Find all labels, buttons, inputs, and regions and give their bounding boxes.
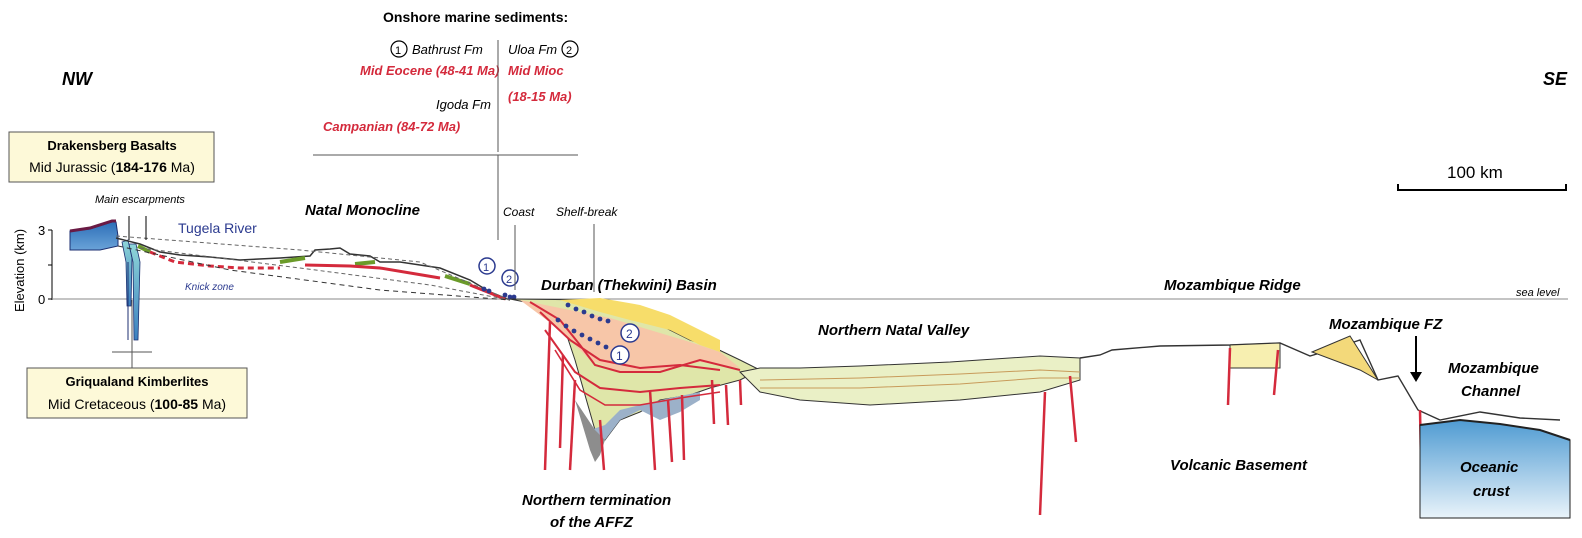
tugela-river-profile (149, 250, 280, 270)
mozambique-fz-label: Mozambique FZ (1329, 316, 1443, 333)
mozambique-channel-label-1: Mozambique (1448, 360, 1539, 377)
mid-mioc-age-label: (18-15 Ma) (508, 89, 572, 104)
kimberlite-pipe-2 (128, 243, 141, 341)
knick-zone-label: Knick zone (185, 282, 234, 293)
griqualand-box: Griqualand Kimberlites Mid Cretaceous (1… (26, 351, 248, 419)
marker-1-label: 1 (395, 45, 401, 57)
elevation-axis: 3 0 Elevation (km) (12, 223, 53, 312)
green-segment-4 (444, 274, 471, 286)
volcanic-basement-label: Volcanic Basement (1170, 457, 1308, 474)
northern-natal-valley-label: Northern Natal Valley (818, 322, 970, 339)
natal-valley (738, 335, 1561, 516)
basin-marker-1-label: 1 (616, 349, 623, 363)
igoda-fm-label: Igoda Fm (436, 97, 491, 112)
kimberlite-pipe-1 (121, 239, 133, 307)
axis-ylabel: Elevation (km) (12, 229, 27, 312)
oceanic-crust-label-1: Oceanic (1460, 459, 1519, 476)
mozambique-ridge-label: Mozambique Ridge (1164, 277, 1301, 294)
campanian-label: Campanian (84-72 Ma) (323, 119, 460, 134)
onshore-profile: 1 2 (69, 216, 595, 352)
shelf-break-label: Shelf-break (556, 205, 618, 219)
coast-marker-2-icon (501, 269, 519, 287)
dashed-envelope-upper (115, 235, 511, 301)
sediments-legend: 1 Bathrust Fm Mid Eocene (48-41 Ma) Igod… (313, 40, 579, 240)
dashed-envelope-lower (139, 247, 511, 301)
natal-monocline-label: Natal Monocline (305, 202, 420, 219)
drakensberg-age: Mid Jurassic (184-176 Ma) (29, 159, 195, 175)
green-segment-2 (279, 256, 306, 264)
scale-bar: 100 km (1397, 163, 1567, 191)
direction-nw: NW (62, 69, 94, 89)
sea-level-label: sea level (1516, 287, 1560, 299)
main-escarpments-label: Main escarpments (95, 194, 185, 206)
tick-0: 0 (38, 292, 45, 307)
coast-label: Coast (503, 205, 535, 219)
griqualand-title: Griqualand Kimberlites (65, 374, 208, 389)
green-segment-3 (354, 260, 376, 266)
coast-marker-1-icon (478, 257, 496, 275)
green-segment-1 (137, 244, 151, 254)
basin-marker-2-icon (620, 323, 640, 343)
marker-1-icon (390, 40, 408, 58)
direction-se: SE (1543, 69, 1568, 89)
oceanic-crust-label-2: crust (1473, 483, 1511, 500)
basin-marker-2-label: 2 (626, 327, 633, 341)
durban-basin: 2 1 (509, 298, 762, 471)
coast-marker-1-label: 1 (483, 262, 489, 274)
tugela-river-label: Tugela River (178, 220, 257, 236)
basin-marker-1-icon (610, 345, 630, 365)
uloa-fm-label: Uloa Fm (508, 42, 557, 57)
dashed-envelope-base (117, 245, 511, 301)
drakensberg-title: Drakensberg Basalts (47, 138, 176, 153)
sediments-heading: Onshore marine sediments: (383, 9, 568, 25)
land-surface (115, 237, 511, 301)
mid-eocene-label: Mid Eocene (48-41 Ma) (360, 63, 499, 78)
durban-basin-label: Durban (Thekwini) Basin (541, 277, 717, 294)
mid-mioc-label: Mid Mioc (508, 63, 564, 78)
mozambique-channel-label-2: Channel (1461, 383, 1521, 400)
bathrust-fm-label: Bathrust Fm (412, 42, 483, 57)
drakensberg-box: Drakensberg Basalts Mid Jurassic (184-17… (8, 131, 215, 183)
scale-bar-label: 100 km (1447, 163, 1503, 182)
coast-marker-2-label: 2 (506, 274, 512, 286)
tick-3: 3 (38, 223, 45, 238)
affz-label-1: Northern termination (522, 492, 671, 509)
affz-label-2: of the AFFZ (550, 514, 634, 531)
marker-2-label: 2 (566, 45, 572, 57)
griqualand-age: Mid Cretaceous (100-85 Ma) (48, 396, 226, 412)
marker-2-icon (561, 40, 579, 58)
